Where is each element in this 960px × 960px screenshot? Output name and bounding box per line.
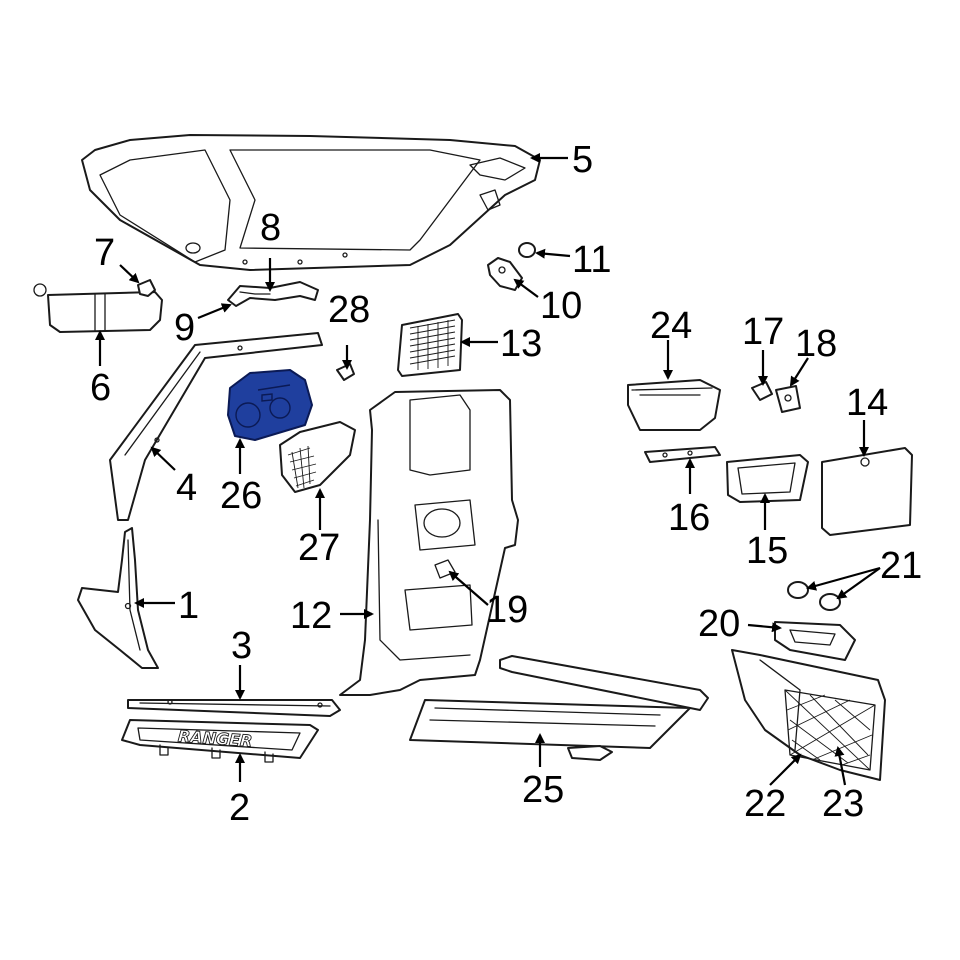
leader-7 bbox=[119, 264, 140, 284]
callout-15: 15 bbox=[746, 530, 788, 572]
part-27-speaker-grille bbox=[279, 421, 356, 493]
part-26-overhead-console bbox=[227, 369, 313, 441]
part-10-coat-hook bbox=[487, 257, 523, 291]
part-12-back-panel bbox=[339, 389, 519, 696]
callout-14: 14 bbox=[846, 382, 888, 424]
callout-21: 21 bbox=[880, 545, 922, 587]
callout-22: 22 bbox=[744, 783, 786, 825]
callout-11: 11 bbox=[572, 239, 611, 281]
part-16-strip bbox=[644, 446, 721, 463]
leader-23 bbox=[834, 746, 847, 786]
leader-10 bbox=[513, 278, 539, 298]
part-7-visor-clip bbox=[137, 279, 156, 297]
part-25-cargo-cover bbox=[409, 655, 709, 761]
leader-4 bbox=[150, 446, 176, 471]
part-4-pillar-trim bbox=[109, 332, 323, 521]
part-5-headliner bbox=[81, 134, 541, 271]
callout-2: 2 bbox=[229, 787, 250, 829]
part-24-storage-bin bbox=[627, 379, 721, 431]
part-28-clip bbox=[336, 363, 355, 381]
callout-7: 7 bbox=[94, 232, 115, 274]
part-3-scuff-plate bbox=[127, 699, 341, 717]
callout-12: 12 bbox=[290, 595, 332, 637]
callout-16: 16 bbox=[668, 497, 710, 539]
callout-labels: 1 2 3 4 5 6 7 8 9 10 11 12 13 14 15 16 1… bbox=[90, 139, 922, 829]
callout-13: 13 bbox=[500, 323, 542, 365]
callout-20: 20 bbox=[698, 603, 740, 645]
callout-8: 8 bbox=[260, 207, 281, 249]
part-11-hook-cap bbox=[518, 242, 536, 258]
part-21-plug-a bbox=[787, 581, 809, 599]
part-1-kick-panel bbox=[77, 527, 159, 669]
callout-4: 4 bbox=[176, 467, 197, 509]
part-15-bezel bbox=[726, 454, 809, 503]
callout-25: 25 bbox=[522, 769, 564, 811]
callout-1: 1 bbox=[178, 585, 199, 627]
callout-5: 5 bbox=[572, 139, 593, 181]
callout-9: 9 bbox=[174, 307, 195, 349]
callout-26: 26 bbox=[220, 475, 262, 517]
leader-20 bbox=[747, 622, 782, 633]
leader-22 bbox=[769, 753, 802, 786]
callout-28: 28 bbox=[328, 289, 370, 331]
callout-27: 27 bbox=[298, 527, 340, 569]
part-23-cargo-net bbox=[784, 689, 876, 771]
callout-6: 6 bbox=[90, 367, 111, 409]
leader-11 bbox=[535, 248, 571, 259]
callout-18: 18 bbox=[795, 323, 837, 365]
part-20-handle-bezel bbox=[774, 621, 856, 661]
leader-21a bbox=[806, 566, 881, 591]
leader-9 bbox=[197, 303, 232, 320]
part-18-latch bbox=[775, 385, 801, 413]
callout-10: 10 bbox=[540, 285, 582, 327]
part-2-sill-plate: RANGER bbox=[121, 719, 319, 763]
part-22-side-trim bbox=[731, 649, 886, 781]
leader-19 bbox=[448, 570, 489, 606]
part-13-vent-grille bbox=[397, 313, 463, 377]
leader-21b bbox=[836, 567, 881, 600]
leader-18 bbox=[789, 357, 809, 387]
callout-24: 24 bbox=[650, 305, 692, 347]
part-14-access-door bbox=[821, 447, 913, 536]
part-9-grab-handle bbox=[227, 281, 319, 307]
part-6-sun-visor bbox=[33, 283, 163, 333]
callout-17: 17 bbox=[742, 311, 784, 353]
callout-23: 23 bbox=[822, 783, 864, 825]
leader-lines bbox=[95, 153, 881, 786]
part-21-plug-b bbox=[819, 593, 841, 611]
callout-19: 19 bbox=[486, 589, 528, 631]
callout-3: 3 bbox=[231, 625, 252, 667]
part-17-switch bbox=[751, 381, 773, 401]
